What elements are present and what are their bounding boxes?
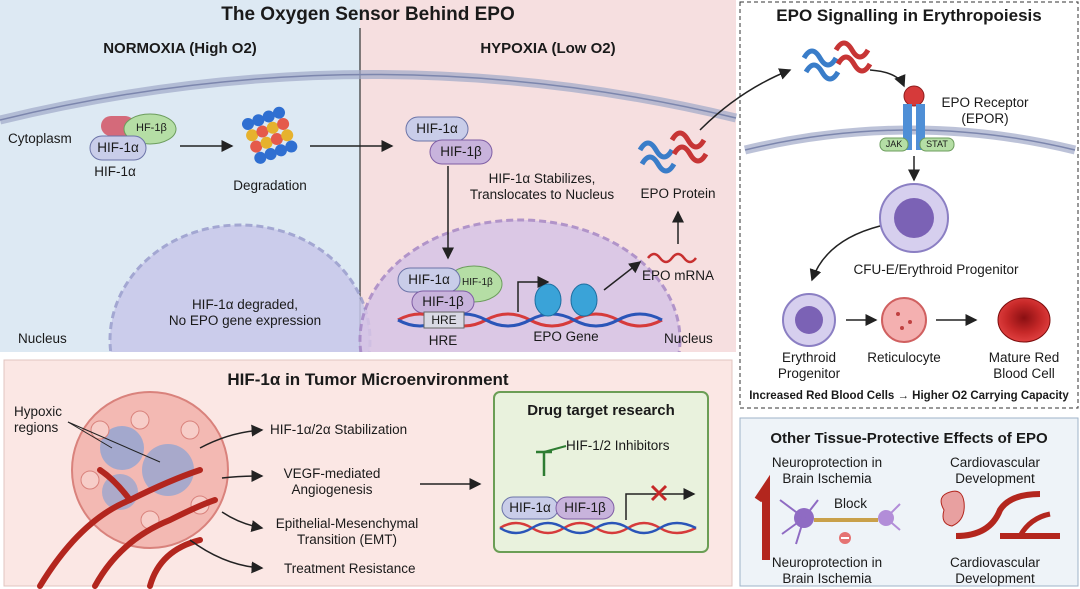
drug-hif1b-label: HIF-1β [564, 500, 606, 515]
cfu-label: CFU-E/Erythroid Progenitor [853, 262, 1019, 277]
neuro-top-2: Brain Ischemia [782, 471, 872, 486]
normoxia-note-1: HIF-1α degraded, [191, 297, 299, 312]
reticulocyte-label: Reticulocyte [867, 350, 941, 365]
cytoplasm-label: Cytoplasm [8, 131, 72, 146]
drug-box-title: Drug target research [527, 402, 675, 419]
top-panel-title: The Oxygen Sensor Behind EPO [221, 4, 515, 25]
jak-label: JAK [885, 139, 903, 149]
effect-stabilization: HIF-1α/2α Stabilization [270, 422, 408, 437]
mature-label-1: Mature Red [988, 350, 1060, 365]
hif1a-caption: HIF-1α [94, 164, 136, 179]
epo-panel-title: EPO Signalling in Erythropoiesis [776, 6, 1042, 25]
cardio-top-2: Development [955, 471, 1035, 486]
protective-title: Other Tissue-Protective Effects of EPO [770, 430, 1048, 447]
neuro-bottom-2: Brain Ischemia [782, 571, 872, 586]
epor-chain-right [916, 104, 925, 150]
hif1b-hypoxia-shape [429, 139, 493, 165]
nucleus-label-hypoxia: Nucleus [664, 331, 713, 346]
mature-rbc [997, 297, 1051, 343]
normoxia-note-2: No EPO gene expression [168, 313, 322, 328]
receptor-label-1: EPO Receptor [941, 95, 1029, 110]
hypoxia-heading: HYPOXIA (Low O2) [480, 40, 616, 57]
dna-drug [499, 521, 697, 535]
effect-emt-2: Transition (EMT) [296, 532, 397, 547]
epo-protein-top-icon [801, 40, 873, 82]
epo-summary: Increased Red Blood Cells → Higher O2 Ca… [749, 390, 1069, 402]
nuc-hif1b-small-label: HIF-1β [462, 277, 493, 288]
reticulocyte-cell [881, 297, 927, 343]
hre-box-label: HRE [431, 313, 457, 327]
inhibitors-label: HIF-1/2 Inhibitors [566, 438, 670, 453]
effect-emt-1: Epithelial-Mesenchymal [275, 516, 419, 531]
receptor-label-2: (EPOR) [961, 111, 1009, 126]
progenitor-label-1: Erythroid [781, 350, 837, 365]
degradation-label: Degradation [233, 178, 307, 193]
cardio-bottom-1: Cardiovascular [949, 555, 1041, 570]
heart-vessel-icon [940, 490, 1060, 539]
drug-hif1b-shape [555, 496, 615, 520]
epo-mrna-strand [647, 252, 697, 264]
progenitor-label-2: Progenitor [777, 366, 841, 381]
stabilize-label-1: HIF-1α Stabilizes, [488, 171, 596, 186]
stat-label: STAT [926, 139, 948, 149]
nucleosome-2 [570, 283, 598, 317]
hypoxic-label-1: Hypoxic [14, 404, 63, 419]
effect-vegf-1: VEGF-mediated [283, 466, 381, 481]
stabilize-label-2: Translocates to Nucleus [469, 187, 615, 202]
nuc-hif1b-label: HIF-1β [422, 294, 464, 309]
tumor-mass-icon [71, 391, 229, 549]
epor-chain-left [903, 104, 912, 150]
hif1b-hypoxia-label: HIF-1β [440, 144, 482, 159]
cardio-bottom-2: Development [955, 571, 1035, 586]
block-x-icon [650, 484, 668, 502]
hif1a-hypoxia-label: HIF-1α [416, 121, 458, 136]
nuc-hif1a-label: HIF-1α [408, 272, 450, 287]
neuro-top-1: Neuroprotection in [771, 455, 883, 470]
hif1b-normoxia-label: HF-1β [136, 122, 167, 134]
epo-protein-icon [637, 130, 709, 174]
hre-box-shape [423, 311, 465, 329]
cardio-top-1: Cardiovascular [949, 455, 1041, 470]
hif1a-normoxia-shape [89, 135, 147, 161]
neuron-icon [754, 474, 901, 560]
hre-label: HRE [428, 333, 458, 348]
epo-gene-label: EPO Gene [533, 329, 599, 344]
epo-protein-label: EPO Protein [640, 186, 716, 201]
normoxia-heading: NORMOXIA (High O2) [103, 40, 257, 57]
block-label: Block [834, 496, 868, 511]
epo-ligand-ball [903, 85, 925, 107]
hif1a-normoxia-label: HIF-1α [97, 140, 139, 155]
nucleosome-1 [534, 283, 562, 317]
mature-label-2: Blood Cell [993, 366, 1055, 381]
nucleus-label-normoxia: Nucleus [18, 331, 67, 346]
epo-mrna-label: EPO mRNA [641, 268, 714, 283]
protective-frame [739, 417, 1079, 587]
drug-hif1a-label: HIF-1α [509, 500, 551, 515]
effect-resistance: Treatment Resistance [284, 561, 416, 576]
tumor-panel-title: HIF-1α in Tumor Microenvironment [227, 370, 509, 389]
neuro-bottom-1: Neuroprotection in [771, 555, 883, 570]
proteasome-icon [242, 106, 298, 164]
effect-vegf-2: Angiogenesis [291, 482, 373, 497]
hypoxic-label-2: regions [14, 420, 59, 435]
